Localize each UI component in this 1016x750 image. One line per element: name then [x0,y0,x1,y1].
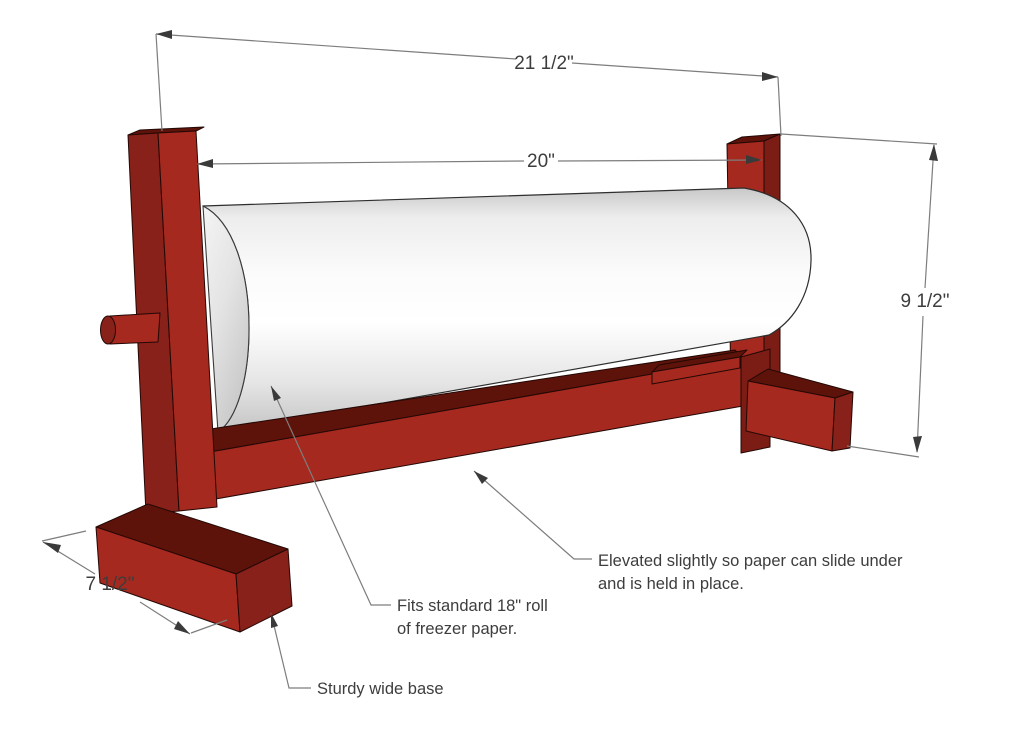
dimension-height: 9 1/2" [780,133,950,458]
arrowhead-right-icon [762,72,778,81]
leader-line [473,470,592,560]
extension-line [155,33,163,132]
dowel-peg [100,312,161,345]
left-foot-end-face [235,548,293,633]
dimension-line [155,33,517,60]
leader-base-note: Sturdy wide base [270,612,444,698]
dimension-line [196,160,525,165]
right-foot-end-face [831,391,854,452]
dimension-line [924,144,935,289]
dimension-line [916,315,924,453]
dimension-line [571,62,779,78]
arrowhead-downright-icon [174,621,190,634]
dowel-peg-body [109,312,161,345]
dimension-inner-width: 20" [196,151,763,172]
paper-roll [202,187,812,433]
arrowhead-upleft-icon [43,542,61,553]
arrowhead-right-icon [746,155,762,164]
extension-line [190,619,228,634]
extension-line [780,133,938,145]
leader-line [270,385,391,606]
annotation-elevated-line2: and is held in place. [598,575,744,593]
arrowhead-up-icon [929,144,938,161]
annotation-elevated-line1: Elevated slightly so paper can slide und… [598,552,903,570]
dimension-label-overall-width: 21 1/2" [514,53,574,74]
dowel-peg-end-cap [100,315,116,345]
leader-elevated-note: Elevated slightly so paper can slide und… [473,470,903,593]
left-foot [95,503,293,633]
leader-arrowhead-icon [271,613,278,628]
dimension-label-base-depth: 7 1/2" [85,574,134,595]
dimension-base-depth: 7 1/2" [41,530,228,635]
dimension-label-inner-width: 20" [527,151,555,172]
leader-roll-note: Fits standard 18" roll of freezer paper. [270,385,548,638]
annotation-roll-line1: Fits standard 18" roll [397,597,548,615]
arrowhead-down-icon [913,436,922,453]
extension-line [846,445,920,458]
dimension-label-height: 9 1/2" [900,291,949,312]
extension-line [41,530,87,542]
left-post-front-face [157,130,218,512]
paper-roll-end-cap [202,205,250,433]
right-foot [740,348,854,454]
leader-arrowhead-icon [271,386,281,401]
leader-line [270,612,311,689]
arrowhead-left-icon [156,30,172,39]
arrowhead-left-icon [197,159,213,168]
rail-cleat-front-face [651,356,741,385]
dimension-line [557,159,763,162]
annotation-base: Sturdy wide base [317,680,444,698]
rail-cleat [651,349,748,385]
annotation-roll-line2: of freezer paper. [397,620,517,638]
dimension-overall-width: 21 1/2" [155,30,782,137]
leader-arrowhead-icon [474,471,488,484]
extension-line [777,76,782,137]
